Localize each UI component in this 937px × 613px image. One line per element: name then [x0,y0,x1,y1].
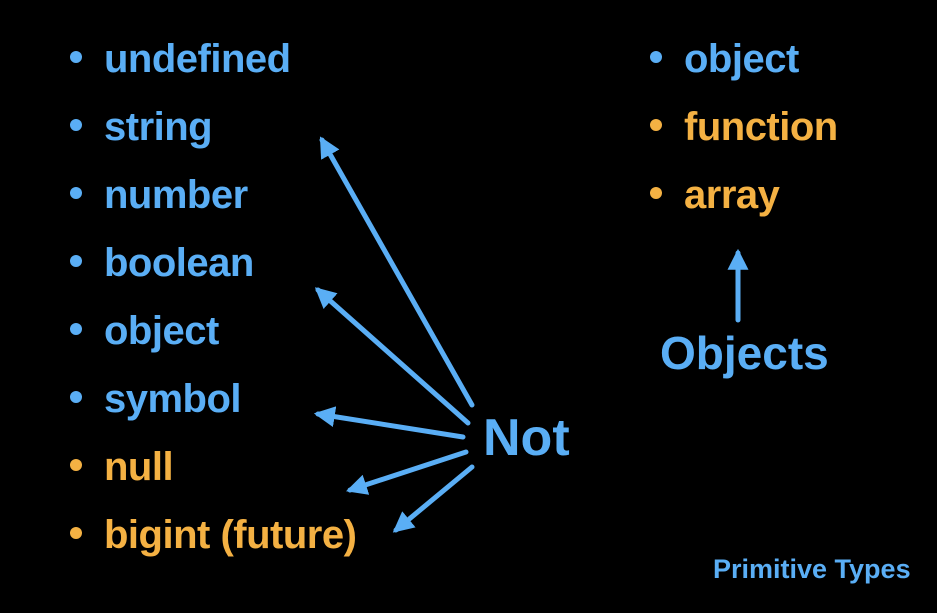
object-type-list: object function array [650,25,838,229]
bullet-icon [70,527,82,539]
list-item-label: boolean [104,241,254,285]
arrow-to-string [319,136,475,408]
list-item-number: number [70,161,356,229]
list-item-function: function [650,93,838,161]
list-item-label: object [104,309,219,353]
list-item-string: string [70,93,356,161]
list-item-symbol: symbol [70,365,356,433]
list-item-label: null [104,445,174,489]
bullet-icon [70,51,82,63]
primitive-types-caption: Primitive Types [713,554,911,584]
not-label: Not [483,409,570,467]
objects-label: Objects [660,327,829,379]
bullet-icon [70,187,82,199]
bullet-icon [70,323,82,335]
list-item-boolean: boolean [70,229,356,297]
arrow-to-symbol [313,406,466,440]
bullet-icon [70,391,82,403]
list-item-array: array [650,161,838,229]
bullet-icon [650,119,662,131]
list-item-label: number [104,173,248,217]
bullet-icon [650,187,662,199]
list-item-object: object [70,297,356,365]
list-item-label: bigint (future) [104,513,357,557]
primitive-type-list: undefined string number boolean object s… [70,25,357,569]
list-item-label: string [104,105,213,149]
bullet-icon [70,459,82,471]
arrow-to-boolean [314,287,471,426]
list-item-label: object [684,37,799,81]
bullet-icon [70,255,82,267]
list-item-label: array [684,173,780,217]
list-item-bigint: bigint (future) [70,501,357,569]
list-item-object: object [650,25,838,93]
list-item-label: function [684,105,838,149]
list-item-null: null [70,433,356,501]
bullet-icon [650,51,662,63]
list-item-label: undefined [104,37,291,81]
list-item-label: symbol [104,377,242,421]
arrow-to-null [346,449,469,495]
list-item-undefined: undefined [70,25,356,93]
arrow-to-bigint [392,464,475,533]
bullet-icon [70,119,82,131]
